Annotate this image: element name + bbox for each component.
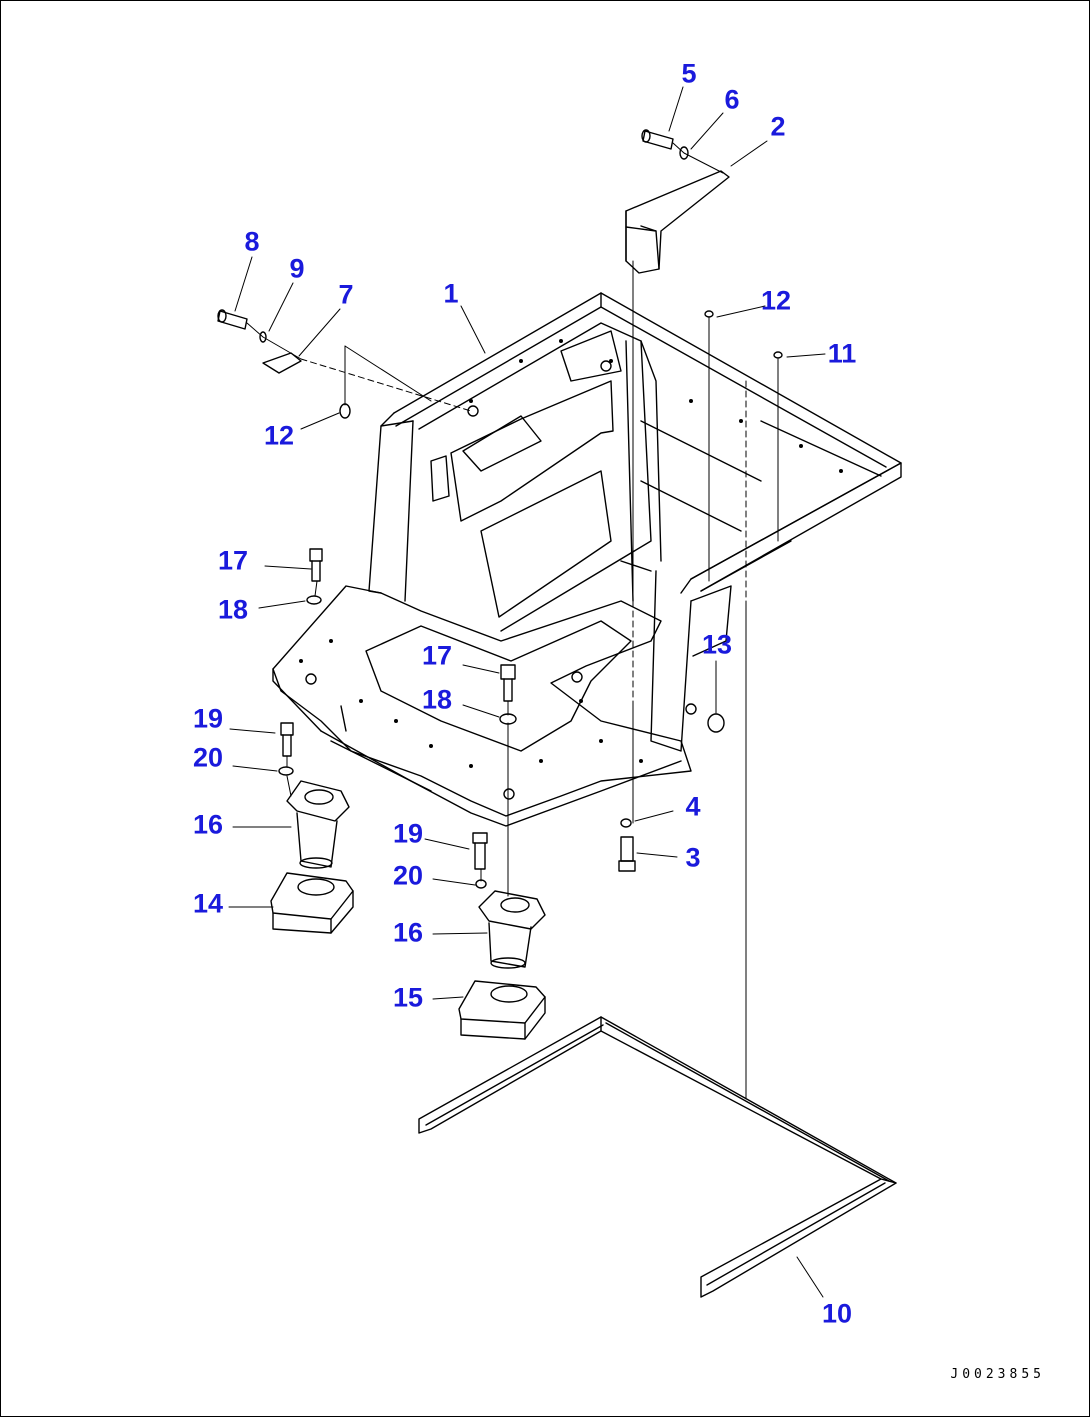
nut-part-12-left [339, 403, 351, 419]
cap-part-12-right [704, 310, 714, 318]
callout-7: 7 [338, 279, 354, 310]
callout-16-left: 16 [192, 809, 224, 840]
cap-part-11 [773, 351, 783, 359]
callout-19-right: 19 [392, 818, 424, 849]
bolt-part-19-left [280, 722, 294, 757]
drawing-id: J0023855 [950, 1367, 1045, 1382]
callout-20-left: 20 [192, 742, 224, 773]
callout-12-left: 12 [263, 420, 295, 451]
washer-part-18-upper [306, 595, 322, 605]
bracket-part-14 [270, 872, 354, 934]
callout-17-upper: 17 [217, 545, 249, 576]
bolt-part-5 [641, 129, 674, 150]
callout-17-lower: 17 [421, 640, 453, 671]
cap-part-13 [707, 713, 725, 733]
callout-16-right: 16 [392, 917, 424, 948]
washer-part-4 [620, 818, 632, 828]
callout-18-lower: 18 [421, 684, 453, 715]
callout-19-left: 19 [192, 703, 224, 734]
callout-18-upper: 18 [217, 594, 249, 625]
callout-13: 13 [701, 629, 733, 660]
bolt-part-8 [217, 309, 248, 330]
callout-4: 4 [685, 791, 701, 822]
callout-15: 15 [392, 982, 424, 1013]
bolt-part-17-lower [500, 664, 516, 702]
mount-part-16-left [286, 780, 350, 869]
callout-8: 8 [244, 226, 260, 257]
washer-part-6 [679, 146, 689, 160]
mount-part-16-right [478, 890, 546, 969]
callout-20-right: 20 [392, 860, 424, 891]
callout-1: 1 [443, 278, 459, 309]
callout-2: 2 [770, 111, 786, 142]
washer-part-20-left [278, 766, 294, 776]
callout-11: 11 [827, 338, 857, 369]
bolt-part-17-upper [309, 548, 323, 582]
callout-6: 6 [724, 84, 740, 115]
seal-part-10 [418, 1016, 897, 1298]
callout-12-right: 12 [760, 285, 792, 316]
washer-part-9 [259, 331, 267, 343]
leader-lines [228, 86, 826, 1298]
assembly-lines [246, 142, 779, 1100]
bolt-part-19-right [472, 832, 488, 870]
cab-frame-part-1 [272, 292, 902, 827]
bolt-part-3 [618, 836, 636, 872]
callout-5: 5 [681, 58, 697, 89]
callout-10: 10 [821, 1298, 853, 1329]
bracket-part-2 [625, 170, 730, 274]
bracket-part-15 [458, 980, 546, 1040]
callout-9: 9 [289, 253, 305, 284]
callout-14: 14 [192, 888, 224, 919]
plate-part-7 [262, 352, 302, 374]
callout-3: 3 [685, 842, 701, 873]
